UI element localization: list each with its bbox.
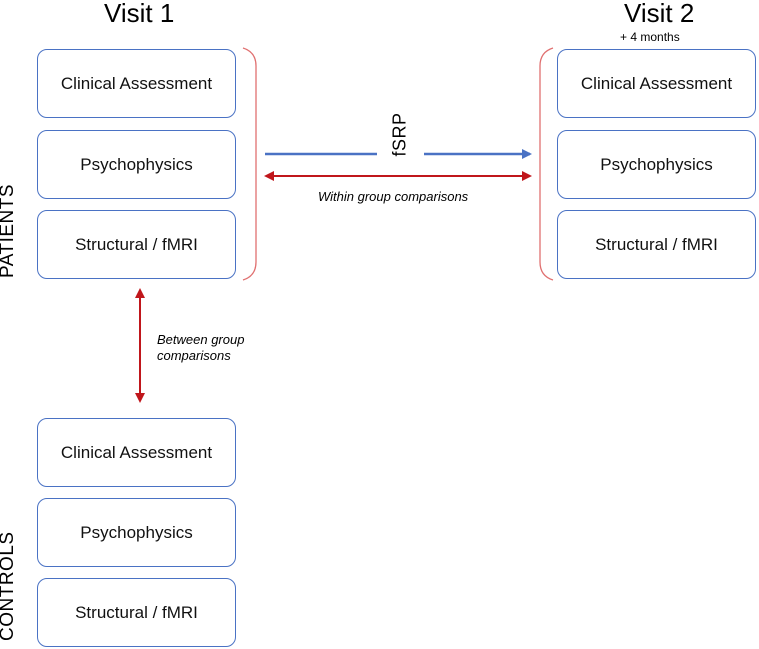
controls-clinical-box: Clinical Assessment — [37, 418, 236, 487]
visit1-title: Visit 1 — [104, 0, 175, 28]
visit2-bracket — [539, 47, 554, 281]
patients-v2-clinical-box: Clinical Assessment — [557, 49, 756, 118]
patients-v1-clinical-box: Clinical Assessment — [37, 49, 236, 118]
between-group-label-line2: comparisons — [157, 348, 231, 363]
visit2-title: Visit 2 — [624, 0, 695, 28]
patients-v2-psychophysics-box: Psychophysics — [557, 130, 756, 199]
visit2-subtitle: + 4 months — [620, 30, 680, 44]
fsrp-label: fSRP — [389, 112, 410, 157]
between-group-label-line1: Between group — [157, 332, 245, 347]
patients-v2-imaging-box: Structural / fMRI — [557, 210, 756, 279]
patients-v1-psychophysics-box: Psychophysics — [37, 130, 236, 199]
patients-v1-imaging-box: Structural / fMRI — [37, 210, 236, 279]
controls-imaging-box: Structural / fMRI — [37, 578, 236, 647]
within-group-label: Within group comparisons — [318, 189, 469, 204]
visit1-bracket — [242, 47, 257, 281]
controls-psychophysics-box: Psychophysics — [37, 498, 236, 567]
